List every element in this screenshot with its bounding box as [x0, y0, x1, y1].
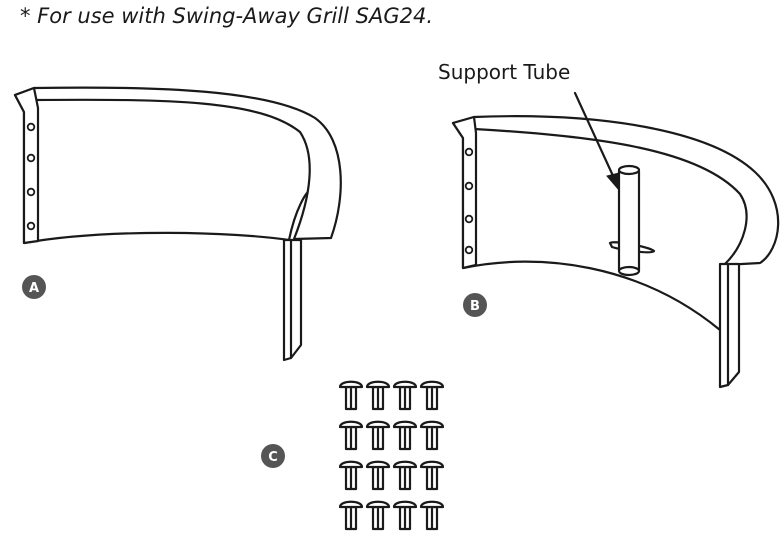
part-a-flange: [13, 86, 40, 245]
bolt-icon: [365, 380, 391, 411]
part-a-hole: [26, 153, 36, 163]
part-b-leg: [718, 262, 741, 389]
part-b-hole: [464, 214, 474, 224]
part-a-leg: [282, 238, 303, 362]
bolt-icon: [338, 420, 364, 451]
part-c-bolts: [338, 380, 445, 531]
badge-c: C: [261, 444, 285, 468]
part-b-hole: [464, 147, 474, 157]
bolt-icon: [419, 420, 445, 451]
bolt-icon: [392, 460, 418, 491]
part-a-hole: [26, 122, 36, 132]
badge-c-letter: C: [268, 450, 278, 465]
badge-b-circle: [463, 293, 487, 317]
support-tube-leader-arrow: [573, 91, 620, 192]
part-b-rim: [451, 115, 780, 267]
badge-a: A: [22, 275, 46, 299]
support-tube: [608, 164, 656, 277]
bolt-icon: [392, 500, 418, 531]
usage-note: * For use with Swing-Away Grill SAG24.: [20, 4, 434, 28]
bolt-icon: [365, 420, 391, 451]
part-b-hole: [464, 245, 474, 255]
bolt-icon: [419, 500, 445, 531]
badge-b: B: [463, 293, 487, 317]
bolt-icon: [419, 460, 445, 491]
part-b-side-panel: [451, 91, 780, 389]
support-tube-callout-label: Support Tube: [438, 60, 571, 84]
bolt-icon: [338, 500, 364, 531]
part-a-hole: [26, 221, 36, 231]
bolt-icon: [365, 500, 391, 531]
bolt-icon: [365, 460, 391, 491]
bolt-icon: [338, 380, 364, 411]
bolt-icon: [392, 420, 418, 451]
part-a-side-panel: [13, 86, 342, 362]
part-b-flange: [451, 115, 478, 270]
badge-b-letter: B: [470, 299, 480, 314]
part-a-rim: [13, 86, 342, 241]
part-b-hole: [464, 181, 474, 191]
bolt-icon: [338, 460, 364, 491]
bolt-icon: [392, 380, 418, 411]
badge-a-letter: A: [29, 281, 39, 296]
bolt-icon: [419, 380, 445, 411]
badge-a-circle: [22, 275, 46, 299]
part-a-hole: [26, 187, 36, 197]
badge-c-circle: [261, 444, 285, 468]
